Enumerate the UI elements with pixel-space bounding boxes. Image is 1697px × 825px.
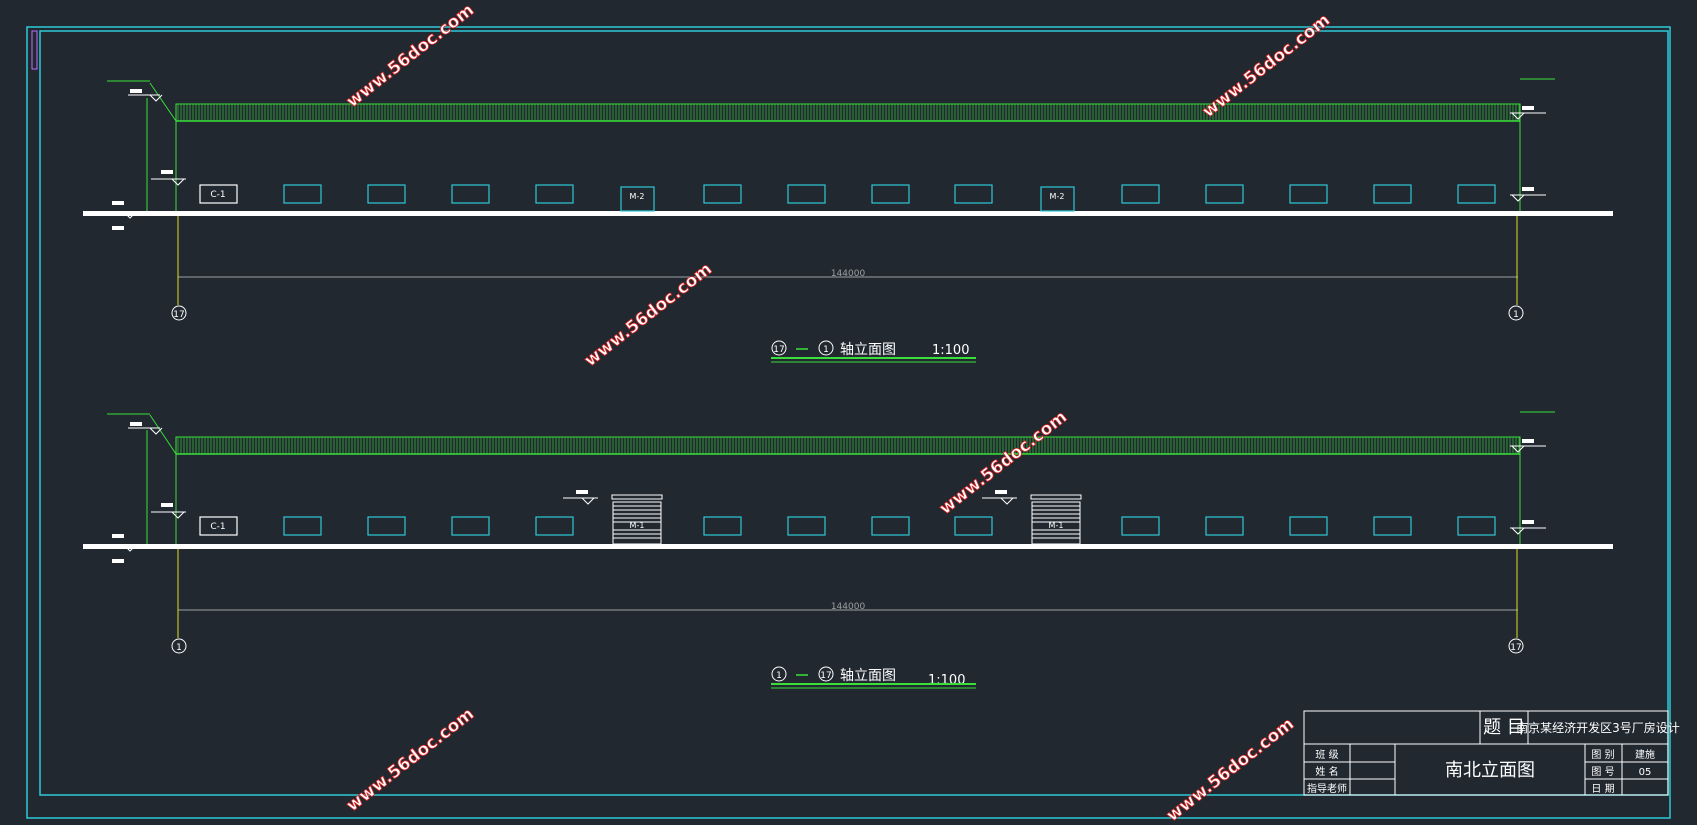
window xyxy=(1289,184,1328,204)
ground-line xyxy=(83,544,1613,549)
bottom-elevation: 144000 1 17 C-1 M- xyxy=(83,411,1613,689)
right-axis-label: 1 xyxy=(1513,310,1519,320)
watermarks: www.56doc.com www.56doc.com www.56doc.co… xyxy=(342,0,1334,825)
watermark: www.56doc.com xyxy=(343,0,478,112)
window xyxy=(199,516,238,536)
window xyxy=(1121,184,1160,204)
door-label-left: M-1 xyxy=(630,521,645,530)
right-axis-bubble xyxy=(1508,305,1524,321)
top-elevation: 144000 17 1 C-1 M-2 M-2 xyxy=(83,78,1613,363)
window-label: C-1 xyxy=(210,522,225,532)
svg-text:1: 1 xyxy=(823,345,829,355)
level-marks-right xyxy=(1510,112,1546,202)
window xyxy=(451,516,490,536)
window xyxy=(283,516,322,536)
window xyxy=(535,516,574,536)
window xyxy=(954,184,993,204)
window xyxy=(787,184,826,204)
name-label: 姓 名 xyxy=(1315,765,1338,778)
ground-line xyxy=(83,211,1613,216)
window xyxy=(1289,516,1328,536)
window xyxy=(871,516,910,536)
number-label: 图 号 xyxy=(1591,766,1614,778)
rolling-door-left xyxy=(611,494,663,545)
right-axis-label: 17 xyxy=(1510,643,1521,653)
left-roof-slope xyxy=(149,82,177,122)
window xyxy=(1205,516,1244,536)
watermark: www.56doc.com xyxy=(581,259,716,371)
elevation-scale: 1:100 xyxy=(932,343,969,358)
window xyxy=(871,184,910,204)
window xyxy=(1457,516,1496,536)
type-label: 图 别 xyxy=(1591,749,1614,761)
ucs-icon xyxy=(31,30,38,70)
elevation-scale: 1:100 xyxy=(928,673,965,688)
watermark: www.56doc.com xyxy=(343,704,478,816)
window xyxy=(283,184,322,204)
window xyxy=(954,516,993,536)
left-axis-label: 17 xyxy=(173,310,184,320)
watermark: www.56doc.com xyxy=(1163,714,1298,825)
window xyxy=(703,516,742,536)
level-marks-left xyxy=(110,94,186,219)
window xyxy=(787,516,826,536)
window-row-top xyxy=(199,184,1496,212)
window xyxy=(1205,184,1244,204)
door-m2-left xyxy=(620,186,655,212)
window xyxy=(367,184,406,204)
elevation-title: 轴立面图 xyxy=(840,342,896,358)
window xyxy=(703,184,742,204)
roof-panel xyxy=(175,436,1521,455)
window-row-bottom xyxy=(199,516,1496,536)
window xyxy=(1373,516,1412,536)
advisor-label: 指导老师 xyxy=(1307,782,1347,795)
window xyxy=(367,516,406,536)
left-axis-label: 1 xyxy=(176,643,182,653)
drawing-name: 南北立面图 xyxy=(1445,760,1535,781)
number-value: 05 xyxy=(1639,767,1652,778)
elevation-title: 轴立面图 xyxy=(840,668,896,684)
topic-value: 南京某经济开发区3号厂房设计 xyxy=(1516,720,1680,735)
window xyxy=(1373,184,1412,204)
window xyxy=(1121,516,1160,536)
svg-text:17: 17 xyxy=(773,345,784,355)
window xyxy=(535,184,574,204)
svg-text:1: 1 xyxy=(776,671,782,681)
left-axis-bubble xyxy=(171,305,187,321)
title-axis-bubble-right xyxy=(818,340,834,356)
inner-frame xyxy=(39,30,1669,796)
outer-frame xyxy=(26,26,1671,819)
type-value: 建施 xyxy=(1635,748,1655,761)
window xyxy=(199,184,238,204)
title-axis-bubble-left xyxy=(771,340,787,356)
svg-text:17: 17 xyxy=(820,671,831,681)
window-label: C-1 xyxy=(210,190,225,200)
overall-dimension-text: 144000 xyxy=(831,602,866,612)
window xyxy=(451,184,490,204)
window xyxy=(1457,184,1496,204)
door-label-right: M-2 xyxy=(1050,192,1065,201)
rolling-door-right xyxy=(1030,494,1082,545)
overall-dimension-text: 144000 xyxy=(831,269,866,279)
class-label: 班 级 xyxy=(1315,749,1338,761)
door-label-right: M-1 xyxy=(1049,521,1064,530)
topic-label: 题 目 xyxy=(1483,717,1525,738)
date-label: 日 期 xyxy=(1591,783,1614,795)
roof-panel xyxy=(175,103,1521,122)
door-m2-right xyxy=(1040,186,1075,212)
door-label-left: M-2 xyxy=(630,192,645,201)
title-block xyxy=(1303,710,1669,796)
